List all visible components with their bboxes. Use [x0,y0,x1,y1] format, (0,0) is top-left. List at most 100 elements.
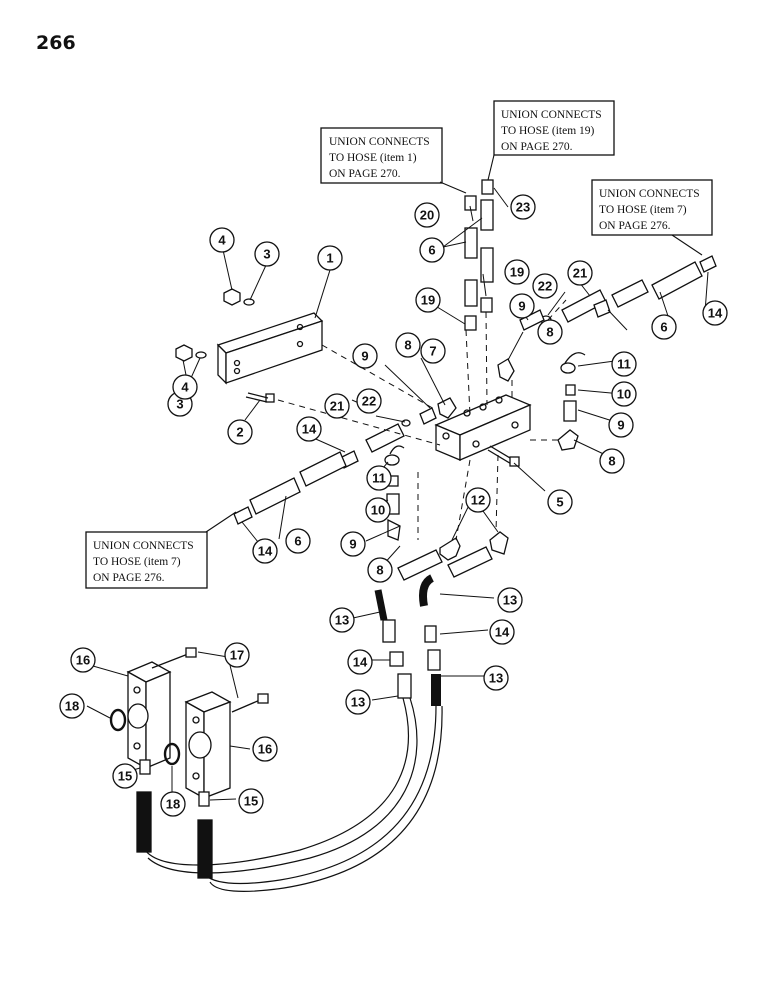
part-number: 14 [302,422,317,437]
callout-line: TO HOSE (item 19) [501,125,595,137]
callout-line: UNION CONNECTS [93,540,194,552]
part-number: 9 [617,418,624,433]
part-number-balloon: 16 [70,647,96,673]
balloon-circle [611,351,637,377]
part-number-balloon: 10 [611,381,637,407]
mounting-plate [216,312,324,385]
part-number: 12 [471,493,485,508]
part-number: 9 [361,349,368,364]
balloon-circle [366,465,392,491]
callout-line: UNION CONNECTS [599,188,700,200]
part-number-balloon: 17 [224,642,250,668]
part-number: 15 [118,769,132,784]
part-number: 14 [495,625,510,640]
part-number-labels: 1233445666788889999101011111213131313141… [59,194,728,817]
part-number: 10 [617,387,631,402]
callout-pointers [205,154,703,533]
balloon-circle [252,736,278,762]
balloon-circle [347,649,373,675]
balloon-circle [254,241,280,267]
part-number: 9 [518,299,525,314]
part-number: 10 [371,503,385,518]
part-number-balloon: 15 [112,763,138,789]
manifold-block [434,394,532,461]
callout-union-item-1: UNION CONNECTS TO HOSE (item 1) ON PAGE … [320,127,443,184]
part-number-balloon: 8 [599,448,625,474]
balloon-circle [172,374,198,400]
balloon-circle [547,489,573,515]
part-number: 4 [181,380,189,395]
balloon-circle [356,388,382,414]
assembly-dash-lines [277,299,567,541]
balloon-circle [702,300,728,326]
part-number-balloon: 23 [510,194,536,220]
part-number: 2 [236,425,243,440]
balloon-circle [252,538,278,564]
part-number-balloon: 14 [347,649,373,675]
part-number: 22 [538,279,552,294]
part-number: 21 [330,399,344,414]
balloon-circle [285,528,311,554]
long-hose-lines [144,697,443,892]
callout-line: ON PAGE 276. [599,220,671,232]
left-fittings [233,397,457,525]
balloon-circle [509,293,535,319]
balloon-circle [352,343,378,369]
balloon-circle [419,237,445,263]
part-number: 14 [353,655,368,670]
part-number: 13 [503,593,517,608]
part-number-balloon: 11 [366,465,392,491]
part-number-balloon: 21 [324,393,350,419]
part-number-balloon: 10 [365,497,391,523]
balloon-circle [317,245,343,271]
part-number-balloon: 4 [209,227,235,253]
part-number: 8 [404,338,411,353]
part-number: 15 [244,794,258,809]
balloon-circle [415,287,441,313]
part-number-balloon: 9 [340,531,366,557]
part-number-balloon: 6 [651,314,677,340]
balloon-circle [324,393,350,419]
part-number: 5 [556,495,563,510]
part-number: 20 [420,208,434,223]
part-number: 8 [376,563,383,578]
part-number-balloon: 21 [567,260,593,286]
balloon-circle [227,419,253,445]
balloon-circle [414,202,440,228]
part-number-balloon: 16 [252,736,278,762]
part-number: 16 [258,742,272,757]
fitting-stack-left [464,195,478,331]
balloon-circle [611,381,637,407]
hose-assemblies [374,546,493,706]
part-number-balloon: 5 [547,489,573,515]
part-number-balloon: 9 [352,343,378,369]
balloon-circle [599,448,625,474]
part-number-balloon: 6 [285,528,311,554]
balloon-circle [367,557,393,583]
part-number: 6 [660,320,667,335]
part-number-balloon: 19 [415,287,441,313]
part-number: 21 [573,266,587,281]
part-number-balloon: 8 [537,319,563,345]
nut-and-washer [175,288,255,362]
part-number: 13 [489,671,503,686]
part-number: 7 [429,344,436,359]
balloon-circle [238,788,264,814]
elbow-fittings [439,531,509,561]
part-number: 3 [176,397,183,412]
balloon-circle [345,689,371,715]
balloon-circle [160,791,186,817]
part-number-balloon: 13 [497,587,523,613]
balloon-circle [504,259,530,285]
part-number: 9 [349,537,356,552]
balloon-circle [608,412,634,438]
part-number: 13 [335,613,349,628]
part-number-balloon: 7 [420,338,446,364]
part-number-balloon: 6 [419,237,445,263]
balloon-circle [537,319,563,345]
part-number: 8 [608,454,615,469]
left-cap-chain [384,445,405,541]
callout-line: ON PAGE 276. [93,572,165,584]
